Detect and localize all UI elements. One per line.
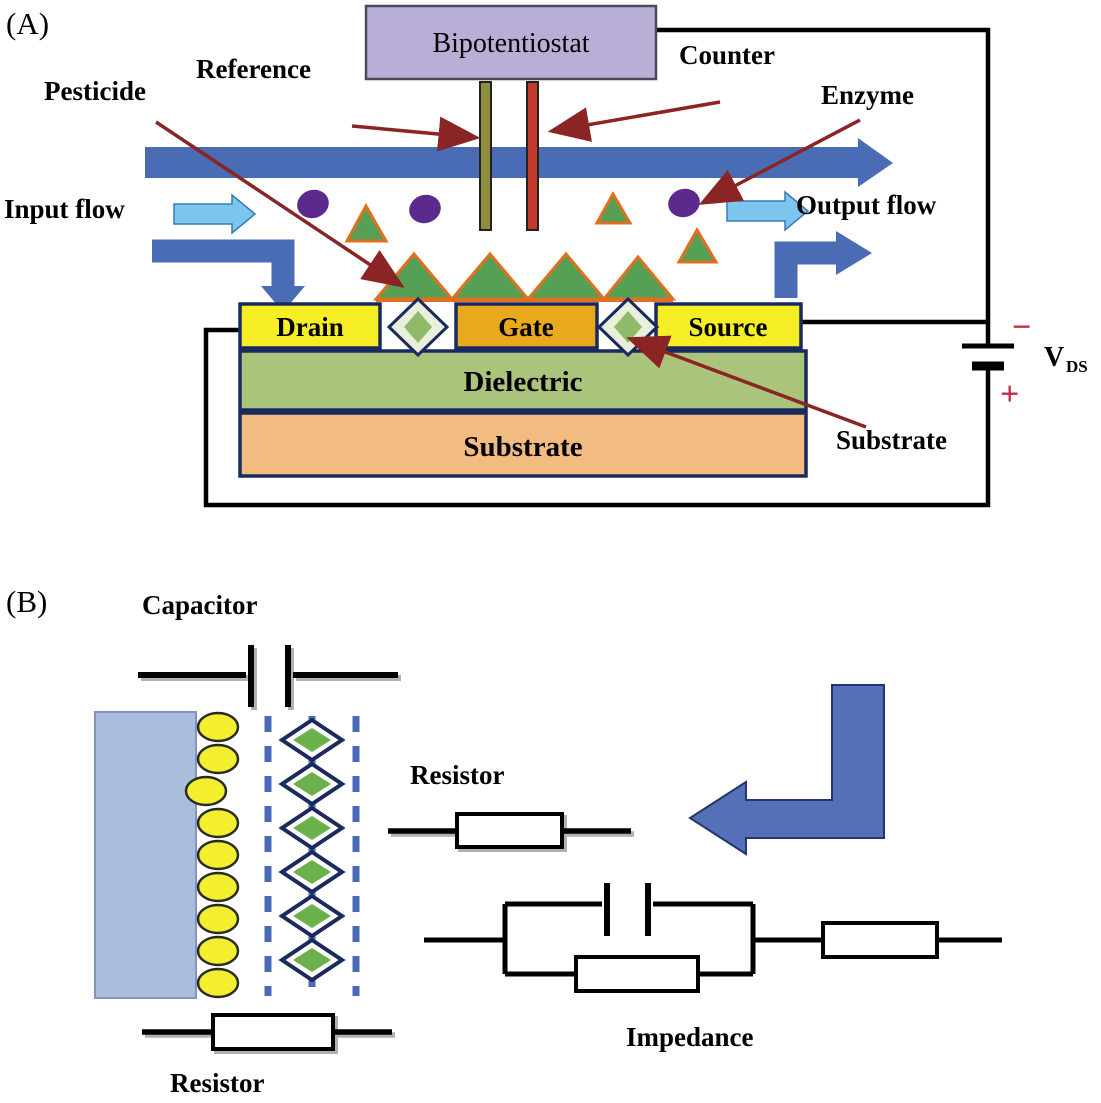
drain-label: Drain [276,312,344,342]
ion-ellipse [196,743,240,775]
ion-ellipse [184,775,228,807]
capacitor-shadow [141,648,401,710]
ion-ellipse [196,967,240,999]
series-resistor-body [821,921,939,959]
counter-electrode [526,81,539,231]
impedance-resistor-body [574,955,700,993]
return-wire [203,327,991,508]
resistor-top-symbol [388,812,634,852]
molecule-column [278,717,346,983]
counter-label: Counter [679,40,775,70]
input-flow-arrow [173,193,257,235]
pesticide-arrow [155,120,405,288]
pesticide-triangle [676,227,719,264]
flow-channel-arrowhead [858,138,893,187]
resistor-bottom-symbol [142,1013,395,1054]
gate-triangle [448,251,532,301]
panel-a: − + V DS Bipotentiostat [4,4,1088,508]
molecule-diamond [278,893,346,939]
battery-minus-sign: − [1012,309,1031,346]
resistor-bottom-body [211,1013,335,1051]
pesticide-triangle [594,190,633,225]
enzyme-arrow [698,118,861,205]
panel-b: (B) Capacitor [6,584,1002,1098]
enzyme-label: Enzyme [821,80,914,110]
bipotentiostat-box [364,4,658,81]
bipotentiostat-label: Bipotentiostat [432,28,589,59]
substrate-layer-label: Substrate [463,431,582,463]
junction-diamond-inner [614,311,642,343]
panel-b-label: (B) [6,584,47,619]
counter-wire [657,27,991,344]
junction-diamond-inner [404,311,432,343]
flow-channel [145,147,858,178]
gate-receptor-row [372,251,677,302]
inlet-bend-arrow [152,239,295,288]
drain-box [238,302,382,350]
resistor-top-label: Resistor [410,760,504,790]
pesticide-label: Pesticide [44,76,146,106]
counter-arrow [547,100,721,142]
molecule-diamond [278,761,346,807]
ion-column [184,711,240,999]
source-label: Source [689,312,768,342]
gate-triangle [600,254,677,301]
gate-label: Gate [498,312,553,342]
substrate-layer [238,411,808,478]
inlet-bend-arrowhead [261,286,305,312]
reference-arrow [351,116,481,152]
outlet-bend-arrowhead [836,231,872,275]
molecule-diamond [278,849,346,895]
molecule-diamond [278,937,346,983]
gate-triangle [524,251,608,301]
ion-ellipse [196,807,240,839]
molecule-diamond [278,805,346,851]
output-flow-arrow [726,190,810,232]
capacitor-label: Capacitor [142,590,257,620]
enzyme-blob [409,194,441,224]
dielectric-label: Dielectric [463,366,582,398]
ion-ellipse [196,711,240,743]
ion-ellipse [196,903,240,935]
impedance-circuit [424,883,1002,993]
ion-ellipse [196,935,240,967]
substrate-callout-label: Substrate [836,425,947,455]
molecule-diamond [278,717,346,763]
enzyme-blobs [297,188,700,224]
resistor-bottom-label: Resistor [170,1068,264,1098]
vds-label: V [1044,342,1064,373]
capacitor-symbol [138,645,401,710]
gate-box [454,302,599,350]
reference-label: Reference [196,54,311,84]
ion-ellipse [196,871,240,903]
enzyme-blob [297,189,329,219]
reference-electrode [479,81,492,231]
equivalence-arrow [688,684,885,856]
pesticide-triangles [344,190,719,264]
input-flow-label: Input flow [4,194,125,224]
enzyme-blob [668,188,700,218]
electrode-plate [94,711,197,999]
panel-a-label: (A) [6,6,49,41]
substrate-arrow [626,335,867,429]
dielectric-layer [238,349,808,412]
vds-subscript: DS [1066,357,1088,376]
ion-ellipse [196,839,240,871]
resistor-top-body [455,812,564,849]
junction-diamond-left [386,296,450,358]
battery-plus-sign: + [1000,376,1019,413]
output-flow-label: Output flow [796,190,937,220]
impedance-label: Impedance [626,1022,754,1052]
outlet-bend-arrow [774,241,838,298]
pesticide-triangle [344,202,389,243]
